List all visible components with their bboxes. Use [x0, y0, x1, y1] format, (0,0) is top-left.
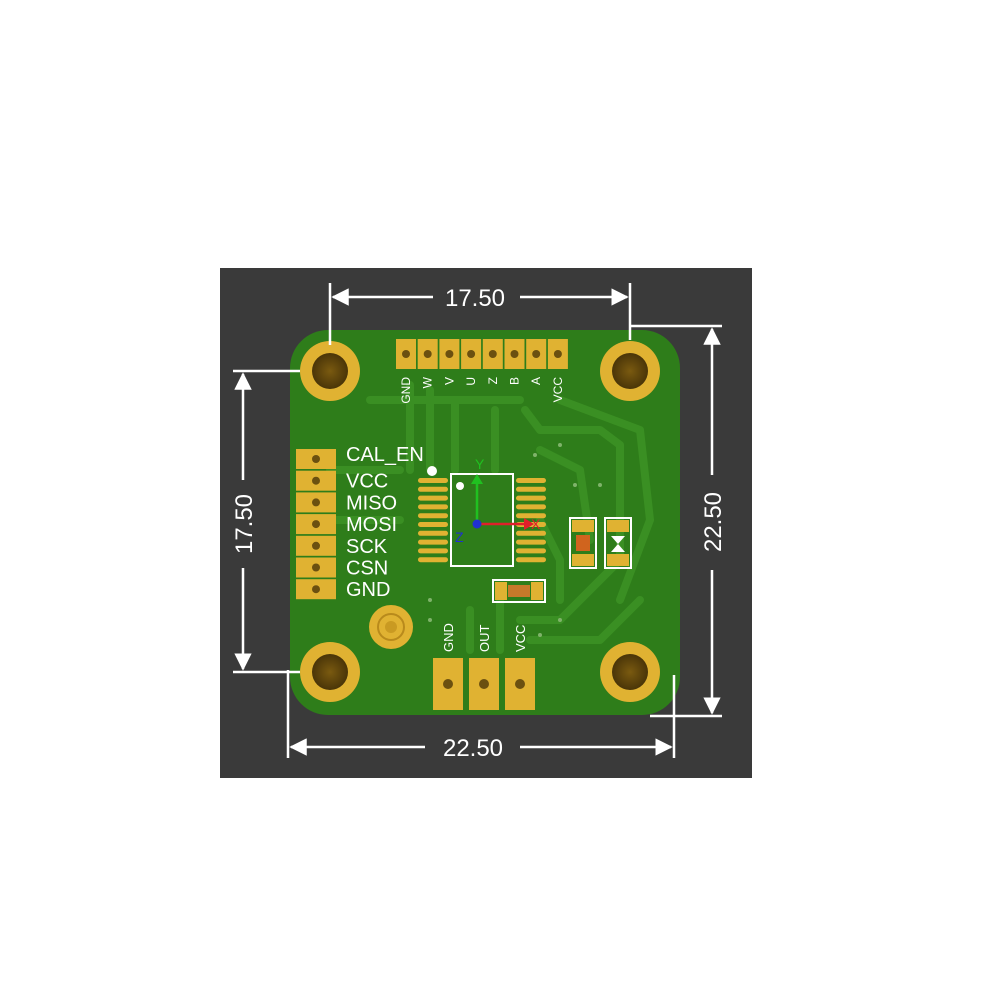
top-header-label: V [442, 377, 456, 385]
chip-pin [418, 504, 448, 510]
chip-pin [516, 539, 546, 545]
left-header-pad-hole [312, 541, 320, 550]
chip-pin [516, 504, 546, 510]
pin1-dot [427, 466, 437, 476]
top-header-pad-hole [553, 350, 562, 358]
left-header-pads [296, 449, 336, 600]
chip-pin [418, 478, 448, 483]
sensor-chip: Y X Z [418, 456, 546, 567]
top-header-pads [396, 339, 568, 369]
x-axis-label: X [531, 516, 541, 532]
chip-pin1-dot [456, 482, 464, 490]
top-header-label: B [508, 377, 522, 385]
top-header-pad-hole [402, 350, 410, 358]
left-header-pad-hole [312, 476, 320, 485]
top-header-pad-hole [532, 350, 541, 358]
chip-outline [450, 473, 514, 567]
smd-component-diode [604, 517, 632, 569]
left-header-label: MOSI [346, 514, 397, 536]
left-header-label: SCK [346, 536, 388, 558]
chip-pin [418, 495, 448, 501]
bottom-header-label: OUT [477, 625, 492, 653]
mounting-holes [300, 341, 660, 702]
left-header-label: GND [346, 579, 390, 601]
dimension-top-width: 17.50 [445, 285, 505, 312]
chip-pin [516, 513, 546, 519]
bottom-header-pad-hole [515, 679, 525, 689]
left-header-label: CSN [346, 558, 388, 580]
top-header-pad-hole [445, 350, 454, 358]
chip-pin [418, 486, 448, 492]
top-header-label: U [464, 377, 478, 386]
top-header-pad-hole [510, 350, 519, 358]
left-header-label: MISO [346, 492, 397, 514]
bottom-header-label: GND [441, 623, 456, 652]
chip-pin [418, 513, 448, 519]
chip-pin [418, 548, 448, 554]
chip-pins-left [418, 478, 448, 563]
left-header-pad-hole [312, 563, 320, 572]
bottom-header-pads [433, 658, 535, 710]
chip-pin [418, 522, 448, 527]
top-header-label: A [529, 377, 543, 385]
vias [428, 443, 602, 637]
dimension-lines [233, 283, 722, 758]
top-header-pad-hole [467, 350, 476, 358]
left-header-label: VCC [346, 471, 388, 493]
z-axis-label: Z [455, 529, 464, 545]
dimension-right-height: 22.50 [700, 492, 727, 552]
dimension-bottom-width: 22.50 [443, 735, 503, 762]
left-header-pad-hole [312, 498, 320, 507]
left-header-pad-hole [312, 520, 320, 529]
cal-en-label: CAL_EN [346, 444, 424, 466]
top-header-label: VCC [551, 377, 565, 403]
chip-pin [516, 486, 546, 492]
chip-pin [516, 530, 546, 536]
copper-traces [326, 381, 654, 654]
smd-component-capacitor [492, 579, 546, 603]
chip-pin [516, 495, 546, 501]
chip-pin [516, 548, 546, 554]
top-header-pad-hole [488, 350, 497, 358]
top-header-pad-hole [423, 350, 432, 358]
chip-pin [418, 530, 448, 536]
bottom-header-pad-hole [479, 679, 489, 689]
chip-pin [418, 539, 448, 545]
top-header-label: W [421, 376, 435, 388]
y-axis-label: Y [475, 456, 485, 472]
chip-pin [516, 478, 546, 483]
dimension-left-height: 17.50 [231, 494, 258, 554]
bottom-header-pad-hole [443, 679, 453, 689]
z-axis-dot [472, 519, 482, 529]
test-pad [369, 605, 413, 649]
left-header-pad-hole [312, 585, 320, 594]
bottom-header-labels: GND OUT VCC [441, 623, 528, 652]
top-header-label: GND [399, 377, 413, 404]
bottom-header-label: VCC [513, 625, 528, 652]
left-header-pad-hole [312, 455, 320, 463]
chip-pin [516, 557, 546, 563]
top-header-label: Z [486, 377, 500, 384]
smd-component-resistor [569, 517, 597, 569]
chip-pin [418, 557, 448, 563]
